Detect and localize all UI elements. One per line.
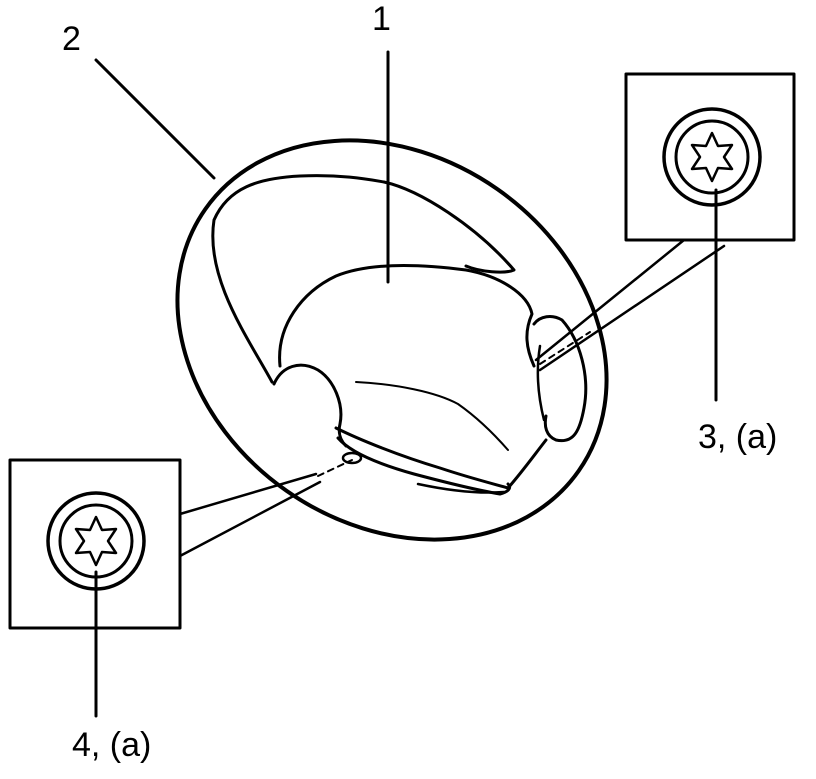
wheel-base-edge xyxy=(416,482,506,494)
inset-box-right xyxy=(624,72,796,242)
wheel-spoke-right-inner xyxy=(536,344,546,422)
inset-right-bolt-outer xyxy=(662,107,762,207)
torx-icon-left xyxy=(74,515,118,567)
inset-right-connector-b xyxy=(538,244,726,372)
wheel-spoke-left xyxy=(272,363,348,448)
inset-left-connector-a xyxy=(178,472,318,516)
inset-right-connector-a xyxy=(534,238,686,362)
airbag-pad-crease xyxy=(355,381,509,451)
torx-icon-right xyxy=(690,131,734,183)
inset-left-dashed xyxy=(317,459,353,477)
bolt-hole-lower xyxy=(341,451,363,465)
inset-right-bolt-inner xyxy=(674,119,750,195)
callout-3: 3, (a) xyxy=(698,418,778,456)
inset-left-connector-b xyxy=(178,480,322,558)
callout-4: 4, (a) xyxy=(72,726,152,764)
leader-2 xyxy=(94,58,216,180)
wheel-spoke-bottom-lower xyxy=(336,436,512,496)
wheel-rim-inner-upper xyxy=(211,174,516,384)
wheel-spoke-right xyxy=(532,315,588,443)
callout-1: 1 xyxy=(372,0,391,38)
inset-right-dashed xyxy=(539,331,591,365)
airbag-module-outline xyxy=(278,263,536,368)
wheel-spoke-bottom xyxy=(334,426,548,490)
callout-2: 2 xyxy=(62,20,81,58)
wheel-rim-outer xyxy=(175,138,609,542)
